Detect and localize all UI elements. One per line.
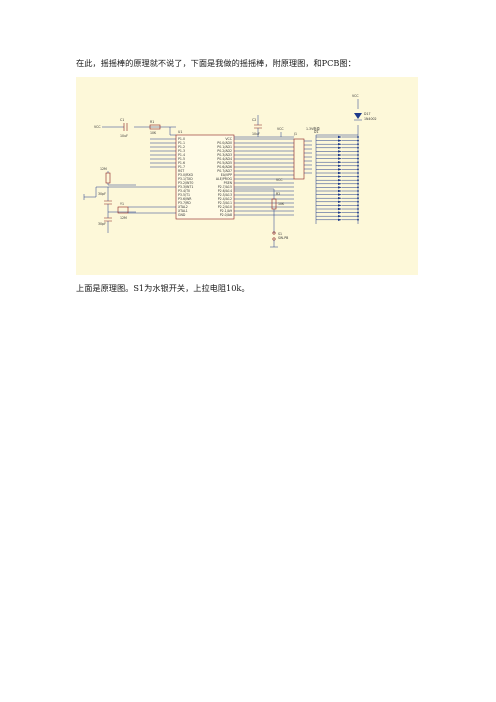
j1-label: J1 — [293, 132, 297, 136]
led-symbol — [338, 218, 342, 221]
u1-left-pin-label: P3.1/TXD — [178, 177, 193, 181]
u1-left-pin-label: GND — [178, 213, 186, 217]
left-port-bus — [150, 138, 176, 168]
led-symbol — [338, 179, 342, 182]
u1-left-pin-label: XTAL1 — [178, 209, 188, 213]
led-symbol — [338, 168, 342, 171]
led-symbol — [338, 153, 342, 157]
s1-value: SW-PB — [278, 236, 288, 240]
u1-right-pin-label: ALE/PROG — [216, 177, 233, 181]
r2-value: 10K — [278, 202, 285, 206]
u1-left-pin-label: P3.0/RXD — [178, 173, 193, 177]
j1-name: 1.3V电源 — [306, 126, 320, 131]
led-symbol — [338, 204, 342, 207]
y1-top-label: 12M — [100, 167, 107, 171]
u1-right-pin-label: P2.7/A15 — [218, 185, 232, 189]
u1-left-pin-label: P1.5 — [178, 157, 185, 161]
cap-a-label: 30pF — [98, 192, 106, 196]
led-array — [315, 135, 359, 224]
s1-label: S1 — [278, 232, 282, 236]
led-symbol — [338, 175, 342, 178]
u1-left-pin-label: P1.0 — [178, 137, 185, 141]
u1-right-pin-label: P2.4/A12 — [218, 197, 232, 201]
led-symbol — [338, 161, 342, 164]
led-symbol — [338, 171, 342, 175]
led-symbol — [338, 215, 342, 218]
u1-right-pin-label: P0.1/AD1 — [217, 145, 232, 149]
u1-right-pin-label: P2.6/A14 — [218, 189, 232, 193]
c1-value: 10uF — [120, 134, 128, 138]
u1-left-pin-label: P3.5/T1 — [178, 193, 190, 197]
vcc-left-label: VCC — [94, 125, 101, 129]
led-symbol — [338, 143, 342, 146]
u1-right-pin-label: P2.3/A11 — [218, 201, 232, 205]
u1-left-pin-label: P1.3 — [178, 149, 185, 153]
u1-left-pin-label: P3.3/INT1 — [178, 185, 193, 189]
led-symbol — [338, 189, 342, 193]
c1-label: C1 — [120, 118, 124, 122]
led-symbol — [338, 164, 342, 167]
u1-right-pin-label: P0.6/AD6 — [217, 165, 232, 169]
u1-left-pin-label: P1.2 — [178, 145, 185, 149]
led-symbol — [338, 186, 342, 189]
led-symbol — [338, 193, 342, 196]
u1-left-pin-label: P1.6 — [178, 161, 185, 165]
u1-label: U1 — [178, 130, 182, 134]
u1-left-pin-label: P3.2/INT0 — [178, 181, 193, 185]
u1-right-pin-label: P0.7/AD7 — [217, 169, 232, 173]
led-symbol — [338, 139, 342, 142]
u1-right-pin-label: P2.5/A13 — [218, 193, 232, 197]
y1-label: Y1 — [120, 202, 124, 206]
u1-left-pin-label: P3.4/T0 — [178, 189, 190, 193]
led-symbol — [338, 197, 342, 200]
vcc-r2-label: VCC — [276, 178, 283, 182]
u1-left-pin-label: P1.7 — [178, 165, 185, 169]
u1-left-pin-label: P1.4 — [178, 153, 185, 157]
u1-right-pin-label: P2.0/A8 — [220, 213, 232, 217]
cap-b-label: 30pF — [98, 222, 106, 226]
u1-right-pin-label: P0.3/AD3 — [217, 153, 232, 157]
r1-label: R1 — [150, 120, 154, 124]
u1-left-pins: P1.0P1.1P1.2P1.3P1.4P1.5P1.6P1.7RSTP3.0/… — [178, 137, 193, 217]
vcc-right-label: VCC — [352, 94, 359, 98]
led-symbol — [338, 135, 342, 139]
u1-left-pin-label: P3.6/WR — [178, 197, 192, 201]
u1-right-pin-label: P0.0/AD0 — [217, 141, 232, 145]
u1-left-pin-label: P1.1 — [178, 141, 185, 145]
led-symbol — [338, 157, 342, 160]
u1-left-pin-label: P3.7/RD — [178, 201, 191, 205]
u1-chip — [175, 134, 235, 220]
intro-paragraph: 在此，摇摇棒的原理就不说了，下面是我做的摇摇棒，附原理图，和PCB图： — [76, 58, 356, 68]
led-symbol — [338, 200, 342, 203]
c2-label: C2 — [252, 118, 256, 122]
led-symbol — [338, 146, 342, 149]
u1-right-pin-label: PSEN — [224, 181, 233, 185]
u1-right-pins: VCCP0.0/AD0P0.1/AD1P0.2/AD2P0.3/AD3P0.4/… — [216, 137, 294, 217]
led-symbol — [338, 182, 342, 185]
u1-right-pin-label: P0.2/AD2 — [217, 149, 232, 153]
caption-paragraph: 上面是原理图。S1为水银开关，上拉电阻10k。 — [76, 283, 250, 293]
schematic-diagram: VCC C1 10uF R1 10K U1 P1.0P1.1P1.2P1.3P1… — [83, 94, 377, 248]
u1-right-pin-label: P2.1/A9 — [220, 209, 232, 213]
r2-label: R2 — [276, 192, 280, 196]
y1-value: 12M — [120, 216, 127, 220]
u1-left-pin-label: RST — [178, 169, 184, 173]
led-symbol — [338, 207, 342, 211]
u1-right-pin-label: EA/VPP — [221, 173, 232, 177]
j1-wires — [304, 140, 312, 174]
d17-label: D17 — [364, 112, 371, 116]
r1-value: 10K — [150, 131, 157, 135]
u1-right-pin-label: P2.2/A10 — [218, 205, 232, 209]
c2-value: 10uF — [252, 132, 260, 136]
led-symbol — [338, 211, 342, 214]
u1-right-pin-label: VCC — [225, 137, 232, 141]
u1-left-pin-label: XTAL2 — [178, 205, 188, 209]
vcc-mid-label: VCC — [277, 127, 284, 131]
led-symbol — [338, 150, 342, 153]
u1-right-pin-label: P0.5/AD5 — [217, 161, 232, 165]
u1-right-pin-label: P0.4/AD4 — [217, 157, 232, 161]
d17-value: 1N4002 — [364, 117, 377, 121]
d1-label: D1 — [314, 130, 318, 134]
